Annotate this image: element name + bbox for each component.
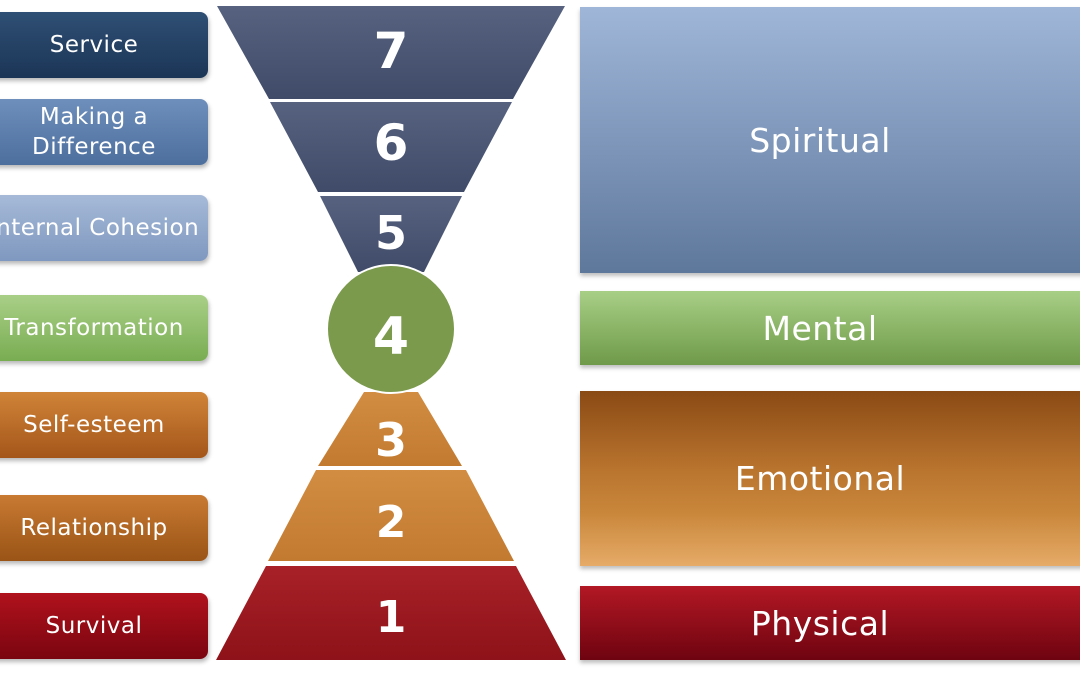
level-6-text-line1: Making a [39,104,149,130]
category-spiritual-label: Spiritual [749,120,891,160]
segment-2 [268,470,514,561]
category-emotional: Emotional [580,391,1080,566]
number-7: 7 [374,22,409,80]
number-1: 1 [376,592,407,643]
segment-5 [320,196,462,272]
segment-1 [216,566,566,660]
number-3: 3 [375,413,407,467]
level-3-text: Self-esteem [23,412,165,438]
level-1-text: Survival [45,613,143,639]
hourglass-diagram: 7 6 5 4 3 2 1 [216,6,566,660]
category-emotional-label: Emotional [734,459,906,498]
number-4: 4 [373,307,409,367]
level-7-text: Service [49,32,139,58]
level-3-label: Self-esteem [0,392,208,458]
level-2-text: Relationship [20,515,168,541]
level-5-text: Internal Cohesion [0,215,200,241]
level-4-text: Transformation [4,315,184,341]
category-physical: Physical [580,586,1080,660]
level-7-label: Service [0,12,208,78]
segment-7 [217,6,565,99]
level-2-label: Relationship [0,495,208,561]
category-mental-label: Mental [762,308,878,348]
segment-3 [318,392,462,466]
category-physical-label: Physical [750,603,890,643]
level-1-label: Survival [0,593,208,659]
category-mental: Mental [580,291,1080,365]
level-5-label: Internal Cohesion [0,195,208,261]
number-6: 6 [374,114,409,172]
level-4-label: Transformation [0,295,208,361]
number-2: 2 [376,497,407,548]
category-spiritual: Spiritual [580,7,1080,273]
level-6-text-line2: Difference [32,134,156,160]
number-5: 5 [375,206,407,260]
level-6-label: Making a Difference [0,99,208,165]
segment-4-circle [326,264,456,394]
segment-6 [270,102,512,192]
